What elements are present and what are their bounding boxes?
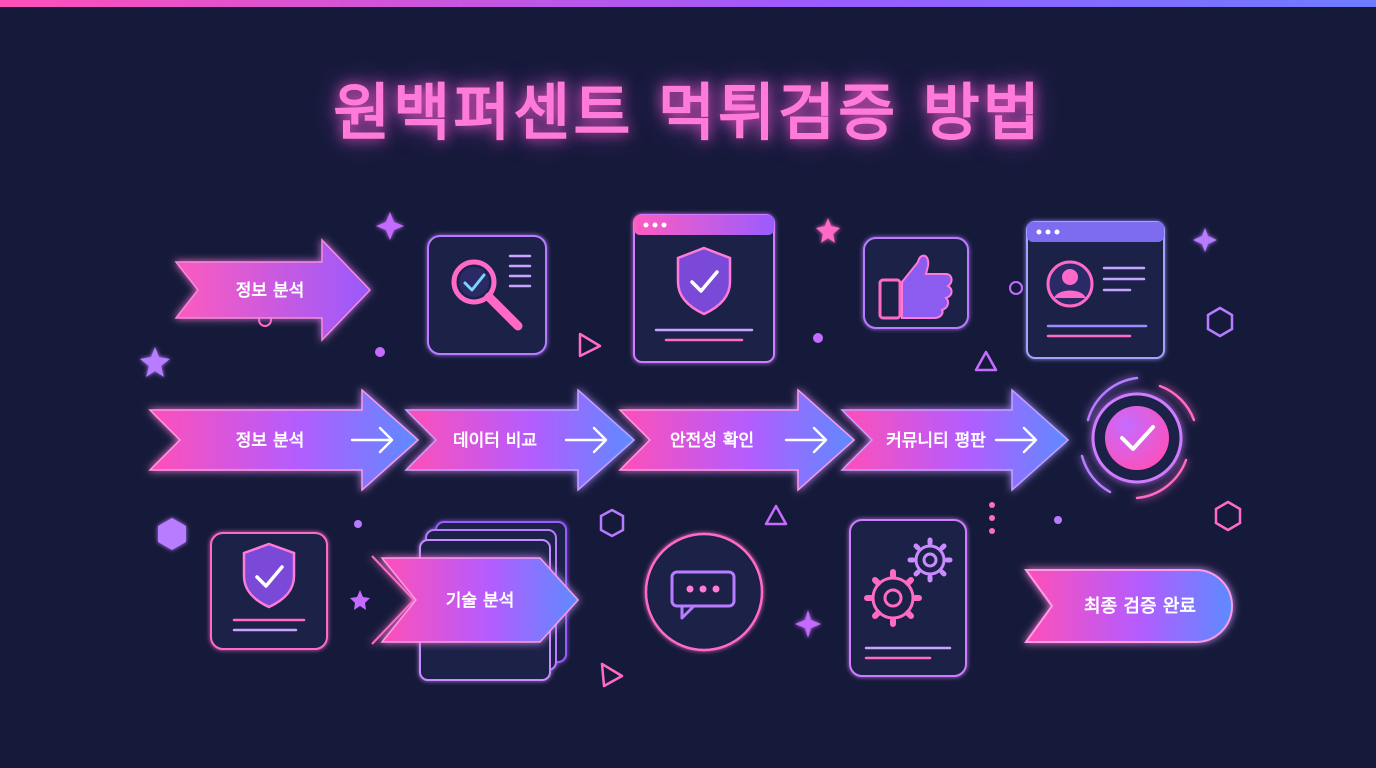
top-tag-arrow [174,238,372,342]
hexagon-icon [1206,306,1234,338]
dot-icon [989,528,995,534]
browser-profile-icon [1026,221,1165,359]
chat-bubble-icon [644,532,764,652]
sparkle-icon [795,610,821,638]
browser-shield-icon [633,214,775,363]
triangle-icon [974,350,998,372]
arrow-right-icon [784,426,828,454]
flow-step-label: 안전성 확인 [670,431,754,451]
sparkle-icon [1193,228,1217,252]
dot-icon [375,347,385,357]
final-tag-label: 최종 검증 완료 [1084,596,1196,617]
flow-step-label: 정보 분석 [236,431,304,451]
dot-icon [813,333,823,343]
hexagon-icon [599,508,625,538]
gears-document-icon [849,519,967,677]
arrow-right-icon [564,426,608,454]
star-icon [816,218,840,243]
dot-icon [989,515,995,521]
top-tag-label: 정보 분석 [236,281,304,301]
branch-tag-label: 기술 분석 [446,591,514,611]
dot-icon [989,502,995,508]
check-circle-icon [1080,376,1196,500]
star-icon [140,347,170,377]
triangle-icon [764,504,788,526]
flow-direction-arrows [350,426,1038,454]
flow-arrow-4 [840,388,1070,492]
star-icon [350,590,370,610]
thumbs-up-icon [863,237,969,329]
hexagon-icon [1214,500,1242,532]
sparkle-icon [376,212,404,240]
shield-document-icon [210,532,328,650]
arrow-right-icon [994,426,1038,454]
main-flow [148,388,1070,492]
flow-arrow-1 [148,388,420,492]
final-tag [1024,569,1233,643]
triangle-icon [600,662,624,688]
flow-step-label: 데이터 비교 [453,431,537,451]
connector-node [1009,281,1023,295]
flow-step-label: 커뮤니티 평판 [886,431,986,451]
decorations [140,212,1242,688]
flow-arrow-2 [404,388,636,492]
dot-icon [1054,516,1062,524]
page-title: 원백퍼센트 먹튀검증 방법 [333,76,1043,149]
flow-arrow-3 [618,388,856,492]
arrow-right-icon [350,426,394,454]
magnifier-check-icon [427,235,547,355]
top-accent-bar [0,0,1376,7]
branch-tag-arrow [371,555,580,645]
hexagon-icon [158,518,186,550]
triangle-icon [578,332,602,358]
dot-icon [354,520,362,528]
